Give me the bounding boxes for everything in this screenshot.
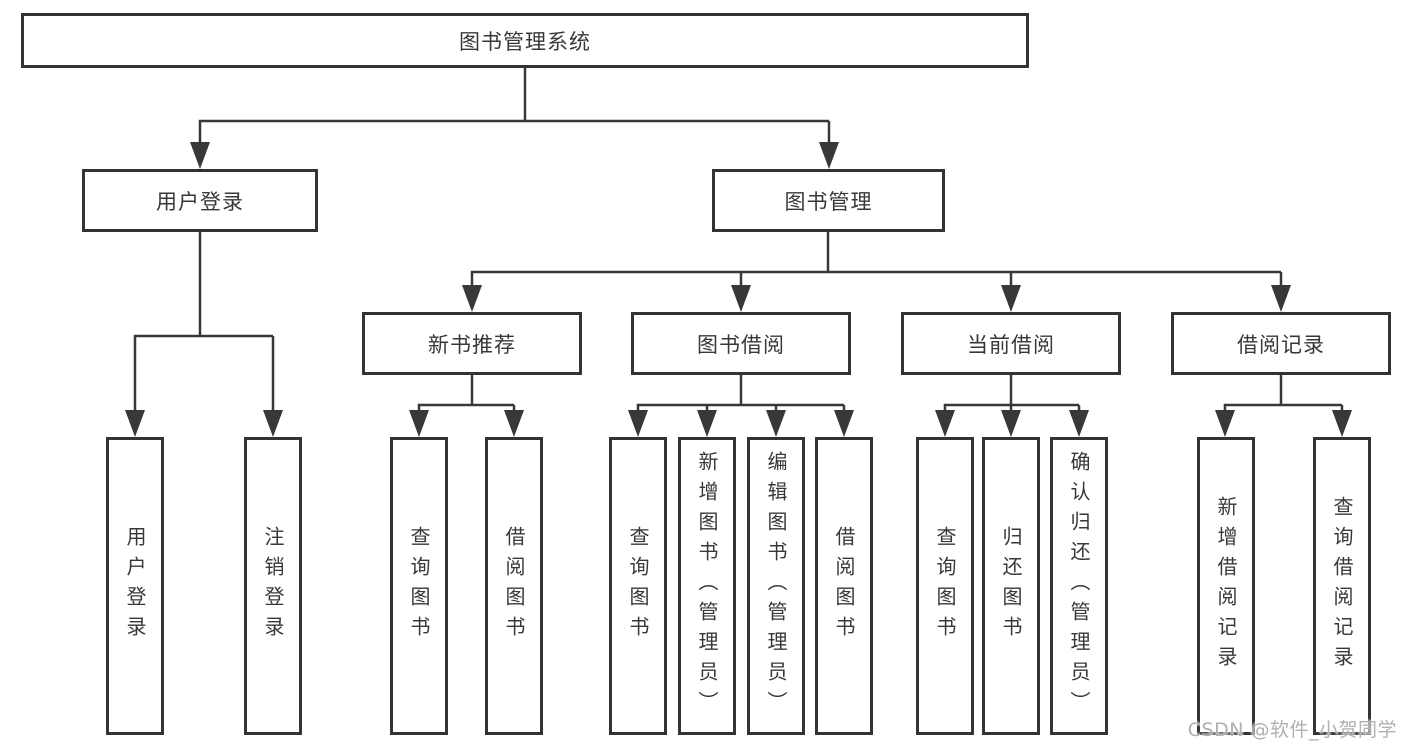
node-current-borrow: 当前借阅 xyxy=(901,312,1121,375)
leaf-query-borrow-record: 查询借阅记录 xyxy=(1313,437,1371,735)
node-borrow-records: 借阅记录 xyxy=(1171,312,1391,375)
leaf-edit-book-admin-label: 编辑图书（管理员） xyxy=(764,451,788,721)
leaf-borrow-books-1-label: 借阅图书 xyxy=(502,526,526,646)
leaf-query-books-3-label: 查询图书 xyxy=(933,526,957,646)
watermark: CSDN @软件_小贺同学 xyxy=(1187,719,1397,741)
leaf-user-login: 用户登录 xyxy=(106,437,164,735)
leaf-add-borrow-record-label: 新增借阅记录 xyxy=(1214,496,1238,676)
node-book-management: 图书管理 xyxy=(712,169,945,232)
leaf-add-book-admin: 新增图书（管理员） xyxy=(678,437,736,735)
leaf-query-books-2: 查询图书 xyxy=(609,437,667,735)
leaf-query-books-1-label: 查询图书 xyxy=(407,526,431,646)
leaf-borrow-books-2-label: 借阅图书 xyxy=(832,526,856,646)
node-new-book-recommend: 新书推荐 xyxy=(362,312,582,375)
leaf-query-books-1: 查询图书 xyxy=(390,437,448,735)
leaf-return-book-label: 归还图书 xyxy=(999,526,1023,646)
node-current-borrow-label: 当前借阅 xyxy=(967,332,1055,357)
leaf-borrow-books-2: 借阅图书 xyxy=(815,437,873,735)
node-user-login-label: 用户登录 xyxy=(156,189,244,214)
leaf-confirm-return-admin-label: 确认归还（管理员） xyxy=(1067,451,1091,721)
leaf-add-borrow-record: 新增借阅记录 xyxy=(1197,437,1255,735)
node-user-login: 用户登录 xyxy=(82,169,318,232)
node-book-borrow-label: 图书借阅 xyxy=(697,332,785,357)
leaf-logout-label: 注销登录 xyxy=(261,526,285,646)
leaf-edit-book-admin: 编辑图书（管理员） xyxy=(747,437,805,735)
node-new-book-recommend-label: 新书推荐 xyxy=(428,332,516,357)
node-book-management-label: 图书管理 xyxy=(784,189,873,214)
node-root-label: 图书管理系统 xyxy=(459,29,591,54)
leaf-add-book-admin-label: 新增图书（管理员） xyxy=(695,451,719,721)
leaf-query-borrow-record-label: 查询借阅记录 xyxy=(1330,496,1354,676)
node-root: 图书管理系统 xyxy=(21,13,1029,68)
leaf-confirm-return-admin: 确认归还（管理员） xyxy=(1050,437,1108,735)
leaf-user-login-label: 用户登录 xyxy=(123,526,147,646)
leaf-borrow-books-1: 借阅图书 xyxy=(485,437,543,735)
leaf-return-book: 归还图书 xyxy=(982,437,1040,735)
leaf-query-books-3: 查询图书 xyxy=(916,437,974,735)
leaf-logout: 注销登录 xyxy=(244,437,302,735)
node-borrow-records-label: 借阅记录 xyxy=(1237,332,1325,357)
node-book-borrow: 图书借阅 xyxy=(631,312,851,375)
leaf-query-books-2-label: 查询图书 xyxy=(626,526,650,646)
